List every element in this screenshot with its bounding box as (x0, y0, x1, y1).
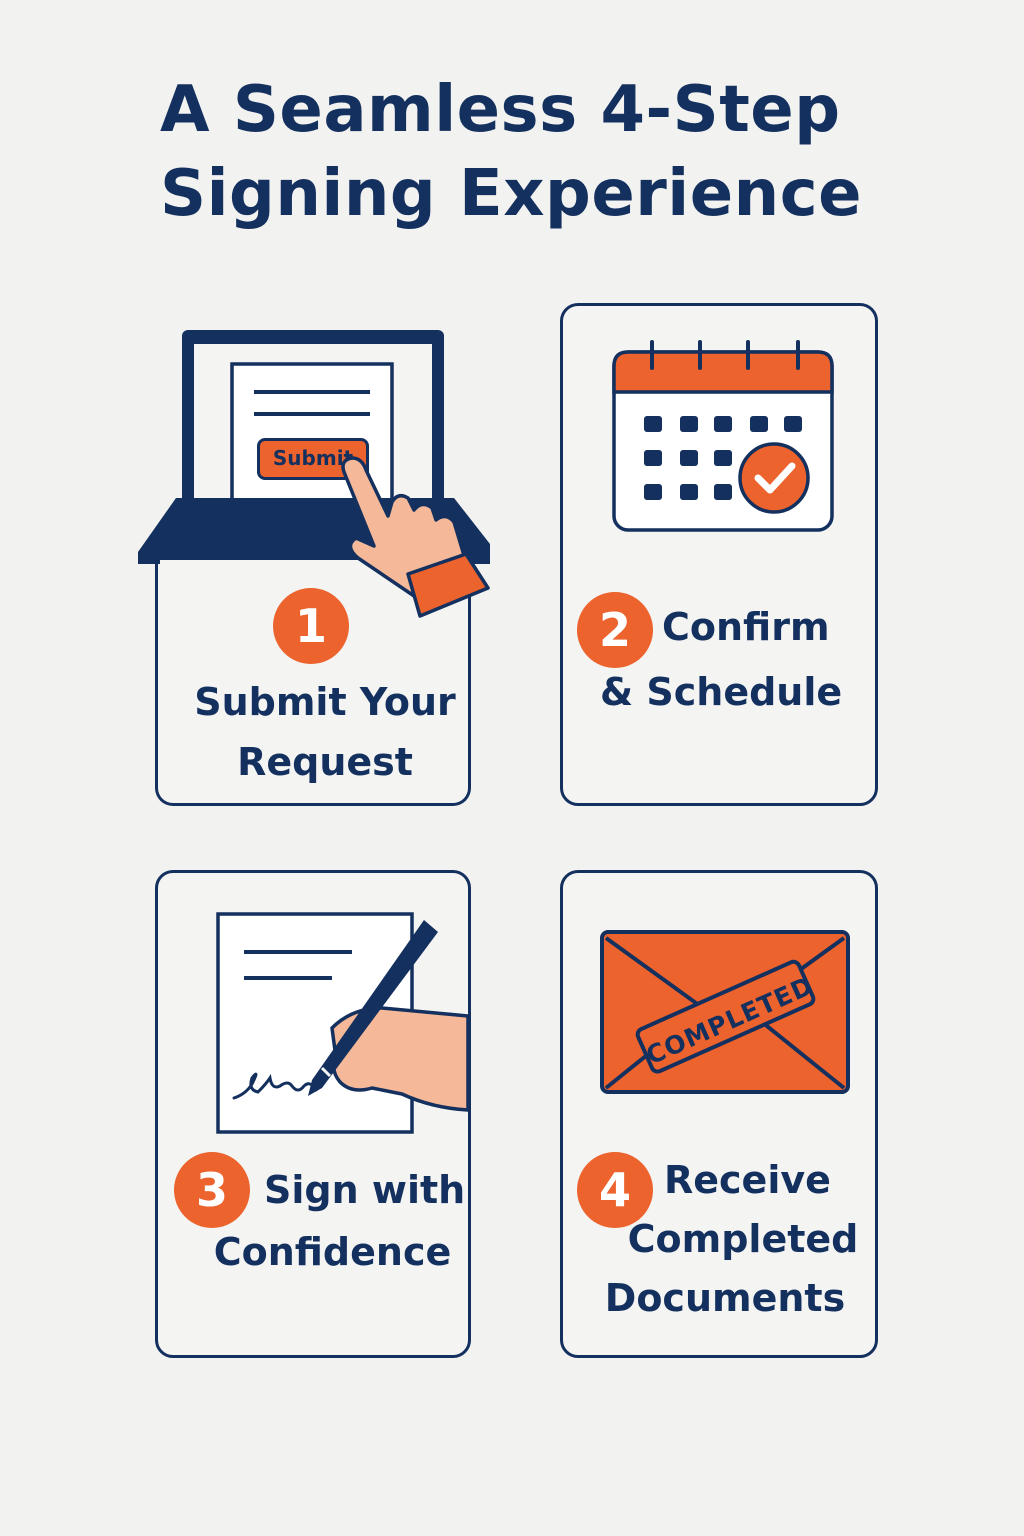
calendar-check-icon (612, 340, 834, 532)
submit-button[interactable]: Submit (257, 438, 369, 480)
step-2-label-line-1: Confirm (662, 605, 830, 649)
step-3-label-line-2: Confidence (213, 1230, 452, 1274)
step-2-badge: 2 (577, 592, 653, 668)
step-2-label-line-2: & Schedule (600, 670, 843, 714)
page-title: A Seamless 4-Step Signing Experience (160, 68, 920, 236)
envelope-completed-icon (600, 930, 850, 1094)
step-3-badge: 3 (174, 1152, 250, 1228)
completed-stamp (635, 959, 816, 1074)
step-1-badge: 1 (273, 588, 349, 664)
document-signing-icon (216, 912, 470, 1134)
step-1-label: Submit Your Request (194, 680, 456, 784)
step-4-badge: 4 (577, 1152, 653, 1228)
calendar-days (644, 416, 802, 500)
page-title-line-1: A Seamless 4-Step (160, 73, 841, 147)
step-4-label-line-1: Receive (664, 1158, 831, 1202)
pen-icon (308, 920, 438, 1096)
signature-scribble (232, 1072, 318, 1100)
page-title-line-2: Signing Experience (160, 157, 863, 231)
step-4-label-line-3: Documents (604, 1276, 846, 1320)
check-circle-icon (738, 442, 810, 514)
pointing-hand-icon (341, 456, 490, 618)
step-4-label-line-2: Completed (627, 1217, 859, 1261)
sleeve-cuff (406, 552, 490, 618)
step-3-label-line-1: Sign with (264, 1168, 466, 1212)
